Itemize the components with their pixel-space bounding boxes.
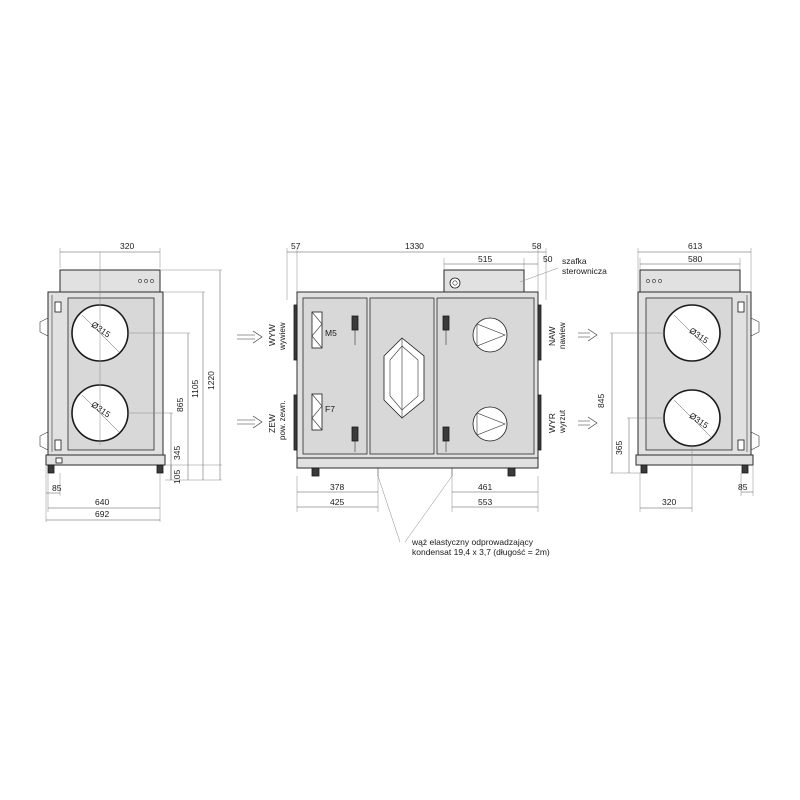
- right-dim-580: 580: [688, 254, 702, 264]
- left-dim-865: 865: [175, 398, 185, 412]
- hose-leader-line: [377, 475, 401, 543]
- hose-leader-line: [404, 475, 453, 543]
- middle-dim-461: 461: [478, 482, 492, 492]
- right-base: [635, 454, 754, 466]
- arrow-in-top-icon: [237, 330, 263, 344]
- sensor-icon: [351, 426, 359, 442]
- right-dim-613: 613: [688, 241, 702, 251]
- right-latch: [737, 439, 745, 451]
- sensor-icon: [351, 315, 359, 331]
- right-dim-320: 320: [662, 497, 676, 507]
- middle-dim-1330: 1330: [405, 241, 424, 251]
- fan-top-icon: [472, 317, 508, 353]
- left-view: Ø315 Ø315 320 1220 1105 865 345 105: [39, 241, 222, 522]
- fan-bottom-icon: [472, 406, 508, 442]
- port-wyw-sublabel: wywiew: [278, 322, 287, 351]
- middle-foot: [311, 467, 320, 477]
- left-dim-345: 345: [172, 446, 182, 460]
- left-cabinet: [59, 269, 161, 293]
- cabinet-label-2: sterownicza: [562, 266, 607, 276]
- fan-bottom-triangle: [476, 412, 506, 436]
- left-duct-bottom-diameter-line: [81, 394, 121, 434]
- filter-m5-zigzag: [311, 311, 323, 349]
- right-duct-bottom-diameter-line: [673, 399, 713, 439]
- left-cabinet-dot: [138, 279, 142, 283]
- port-flange: [293, 394, 298, 451]
- right-cabinet-dot: [646, 279, 650, 283]
- left-foot: [47, 464, 55, 474]
- middle-foot: [507, 467, 516, 477]
- right-cabinet: [639, 269, 741, 293]
- sensor-icon: [442, 426, 450, 442]
- fan-top-triangle: [476, 323, 506, 347]
- middle-dim-553: 553: [478, 497, 492, 507]
- middle-dim-57: 57: [291, 241, 301, 251]
- arrow-in-bottom-icon: [237, 415, 263, 429]
- left-foot: [156, 464, 164, 474]
- port-wyr-label: WYR: [547, 413, 557, 433]
- port-naw-sublabel: nawiew: [558, 322, 567, 349]
- middle-dim-515: 515: [478, 254, 492, 264]
- left-cabinet-dot: [150, 279, 154, 283]
- right-dim-845: 845: [596, 394, 606, 408]
- left-duct-top-diameter-line: [81, 314, 121, 354]
- middle-dim-50: 50: [543, 254, 553, 264]
- left-latch: [54, 301, 62, 313]
- left-dim-85: 85: [52, 483, 62, 493]
- port-naw-label: NAW: [547, 326, 557, 346]
- left-dim-692: 692: [95, 509, 109, 519]
- port-zew-sublabel: pow. zewn.: [278, 400, 287, 440]
- left-latch: [54, 439, 62, 451]
- right-latch: [737, 301, 745, 313]
- left-base: [45, 454, 166, 466]
- left-handle-icon: [39, 431, 49, 451]
- port-flange: [537, 394, 542, 451]
- left-dim-1220: 1220: [206, 371, 216, 390]
- left-handle-icon: [39, 317, 49, 337]
- right-cabinet-dot: [652, 279, 656, 283]
- filter-m5-label: M5: [325, 328, 337, 338]
- cabinet-label-1: szafka: [562, 256, 587, 266]
- arrow-out-top-icon: [578, 328, 598, 342]
- cabinet-leader-line: [519, 267, 559, 283]
- middle-base: [296, 457, 539, 469]
- left-dim-320: 320: [120, 241, 134, 251]
- right-handle-icon: [750, 317, 760, 337]
- port-flange: [537, 304, 542, 361]
- left-base-slot: [55, 457, 63, 464]
- middle-dim-58: 58: [532, 241, 542, 251]
- port-wyr-sublabel: wyrzut: [558, 409, 567, 434]
- left-dim-1105: 1105: [190, 379, 200, 398]
- port-zew-label: ZEW: [267, 414, 277, 433]
- left-dim-640: 640: [95, 497, 109, 507]
- filter-f7-zigzag: [311, 393, 323, 431]
- right-duct-top-diameter-line: [673, 314, 713, 354]
- right-view: Ø315 Ø315 613 580 845 365 85 320: [596, 241, 760, 512]
- right-cabinet-dot: [658, 279, 662, 283]
- filter-f7-label: F7: [325, 404, 335, 414]
- port-wyw-label: WYW: [267, 324, 277, 346]
- right-foot: [640, 464, 648, 474]
- right-dim-365: 365: [614, 441, 624, 455]
- right-handle-icon: [750, 431, 760, 451]
- port-flange: [293, 304, 298, 361]
- right-dim-85: 85: [738, 482, 748, 492]
- cabinet-gland-icon-inner: [452, 280, 458, 286]
- right-foot: [741, 464, 749, 474]
- sensor-icon: [442, 315, 450, 331]
- hose-note-1: wąż elastyczny odprowadzający: [411, 537, 534, 547]
- middle-dim-378: 378: [330, 482, 344, 492]
- middle-dim-425: 425: [330, 497, 344, 507]
- left-cabinet-dot: [144, 279, 148, 283]
- cabinet-gland-icon: [449, 277, 461, 289]
- arrow-out-bottom-icon: [578, 416, 598, 430]
- left-dim-105: 105: [172, 470, 182, 484]
- middle-view: M5 F7: [237, 241, 607, 557]
- hose-note-2: kondensat 19,4 x 3,7 (długość = 2m): [412, 547, 550, 557]
